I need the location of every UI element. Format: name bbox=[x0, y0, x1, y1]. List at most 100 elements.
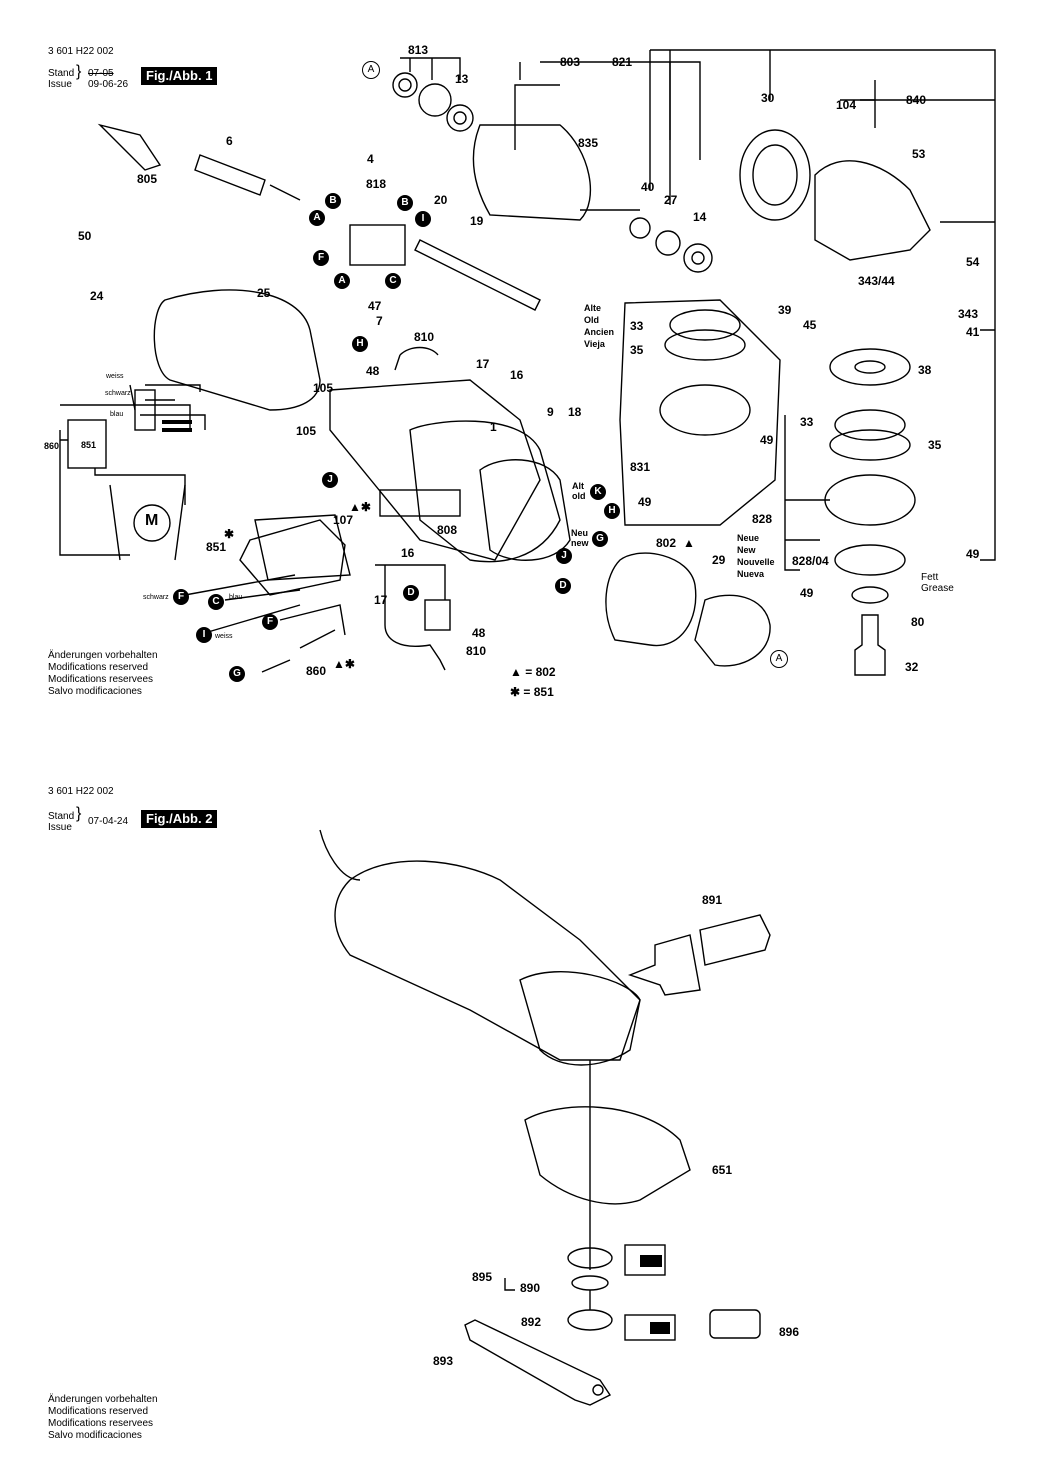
callout-13: 13 bbox=[455, 72, 469, 86]
wire-schwarz: schwarz bbox=[143, 594, 169, 601]
callout-802: 802 bbox=[656, 536, 677, 550]
marker-B-2: B bbox=[397, 195, 413, 211]
legend-802: ▲ = 802 bbox=[510, 665, 556, 679]
wire-weiss: weiss bbox=[215, 633, 233, 640]
old-label-en: Old bbox=[584, 315, 599, 325]
note2-fr: Modifications reservees bbox=[48, 1418, 154, 1429]
callout-895: 895 bbox=[472, 1270, 493, 1284]
callout-6: 6 bbox=[226, 134, 233, 148]
callout-17-lower: 17 bbox=[374, 593, 388, 607]
issue-label-fig2: Issue bbox=[48, 822, 72, 833]
schematic-851-label: 851 bbox=[81, 440, 97, 450]
callout-810-lower: 810 bbox=[466, 644, 487, 658]
callout-890: 890 bbox=[520, 1281, 541, 1295]
old-label-de: Alte bbox=[584, 303, 602, 313]
callout-860: 860 bbox=[306, 664, 327, 678]
fig-label-1: Fig./Abb. 1 bbox=[141, 67, 218, 85]
callout-896: 896 bbox=[779, 1325, 800, 1339]
marker-K: K bbox=[590, 484, 606, 500]
symbol-star-851: ✱ bbox=[224, 527, 235, 541]
callout-39: 39 bbox=[778, 303, 792, 317]
callout-14: 14 bbox=[693, 210, 707, 224]
wire-blau: blau bbox=[229, 594, 243, 601]
callout-891: 891 bbox=[702, 893, 723, 907]
marker-C-2: C bbox=[208, 594, 224, 610]
callout-16: 16 bbox=[510, 368, 524, 382]
callout-47: 47 bbox=[368, 299, 382, 313]
callout-25: 25 bbox=[257, 286, 271, 300]
callout-80: 80 bbox=[911, 615, 925, 629]
legend-802-symbol: ▲ bbox=[510, 665, 522, 679]
callout-808: 808 bbox=[437, 523, 458, 537]
issue-date-fig2: 07-04-24 bbox=[88, 816, 129, 827]
motor-symbol: M bbox=[145, 512, 159, 529]
callout-1: 1 bbox=[490, 420, 497, 434]
callout-53: 53 bbox=[912, 147, 926, 161]
callout-24: 24 bbox=[90, 289, 104, 303]
callout-50: 50 bbox=[78, 229, 92, 243]
note-de: Änderungen vorbehalten bbox=[48, 650, 158, 661]
neu-label: Neu bbox=[571, 528, 589, 538]
callout-33-old: 33 bbox=[630, 319, 644, 333]
marker-B-1: B bbox=[325, 193, 341, 209]
marker-C-1: C bbox=[385, 273, 401, 289]
legend-802-text: = 802 bbox=[525, 665, 556, 679]
callout-828-04: 828/04 bbox=[792, 554, 829, 568]
callout-27: 27 bbox=[664, 193, 678, 207]
callout-105-upper: 105 bbox=[313, 381, 334, 395]
callout-893: 893 bbox=[433, 1354, 454, 1368]
callout-40: 40 bbox=[641, 180, 655, 194]
marker-A-outline-1: A bbox=[362, 61, 380, 79]
callout-48: 48 bbox=[366, 364, 380, 378]
new-label-fr: Nouvelle bbox=[737, 557, 775, 567]
callout-49-old-b: 49 bbox=[638, 495, 652, 509]
wire-schwarz-top: schwarz bbox=[105, 390, 131, 397]
marker-I-2: I bbox=[196, 627, 212, 643]
callout-803: 803 bbox=[560, 55, 581, 69]
marker-G-1: G bbox=[592, 531, 608, 547]
new-label: new bbox=[571, 538, 589, 548]
legend-851-text: = 851 bbox=[523, 685, 554, 699]
marker-F-1: F bbox=[313, 250, 329, 266]
marker-A-2: A bbox=[334, 273, 350, 289]
callout-49-new-b: 49 bbox=[800, 586, 814, 600]
callout-20: 20 bbox=[434, 193, 448, 207]
callout-107: 107 bbox=[333, 513, 354, 527]
note-en: Modifications reserved bbox=[48, 662, 149, 673]
marker-H-2: H bbox=[604, 503, 620, 519]
marker-G-2: G bbox=[229, 666, 245, 682]
marker-A-outline-2: A bbox=[770, 650, 788, 668]
callout-18: 18 bbox=[568, 405, 582, 419]
callout-104: 104 bbox=[836, 98, 857, 112]
marker-I-1: I bbox=[415, 211, 431, 227]
schematic-860-label: 860 bbox=[44, 441, 60, 451]
callout-30: 30 bbox=[761, 91, 775, 105]
callout-851: 851 bbox=[206, 540, 227, 554]
marker-D-2: D bbox=[403, 585, 419, 601]
issue-date-fig1: 09-06-26 bbox=[88, 79, 129, 90]
callout-828: 828 bbox=[752, 512, 773, 526]
marker-D-1: D bbox=[555, 578, 571, 594]
callout-19: 19 bbox=[470, 214, 484, 228]
callout-16-lower: 16 bbox=[401, 546, 415, 560]
modification-notes-fig2: Änderungen vorbehalten Modifications res… bbox=[48, 1394, 158, 1442]
old-label-es: Vieja bbox=[584, 339, 605, 349]
callout-41: 41 bbox=[966, 325, 980, 339]
fig-label-2: Fig./Abb. 2 bbox=[141, 810, 218, 828]
callout-48-lower: 48 bbox=[472, 626, 486, 640]
callout-35-old: 35 bbox=[630, 343, 644, 357]
callout-7: 7 bbox=[376, 314, 383, 328]
legend-851: ✱ = 851 bbox=[510, 685, 554, 699]
alt-label: Alt bbox=[572, 481, 584, 491]
callout-821: 821 bbox=[612, 55, 633, 69]
callout-831: 831 bbox=[630, 460, 651, 474]
callout-33-new: 33 bbox=[800, 415, 814, 429]
callout-892: 892 bbox=[521, 1315, 542, 1329]
callout-17: 17 bbox=[476, 357, 490, 371]
note-es: Salvo modificaciones bbox=[48, 686, 142, 697]
wire-blau-top: blau bbox=[110, 411, 124, 418]
old-label: old bbox=[572, 491, 586, 501]
note2-es: Salvo modificaciones bbox=[48, 1430, 142, 1441]
note2-de: Änderungen vorbehalten bbox=[48, 1394, 158, 1405]
